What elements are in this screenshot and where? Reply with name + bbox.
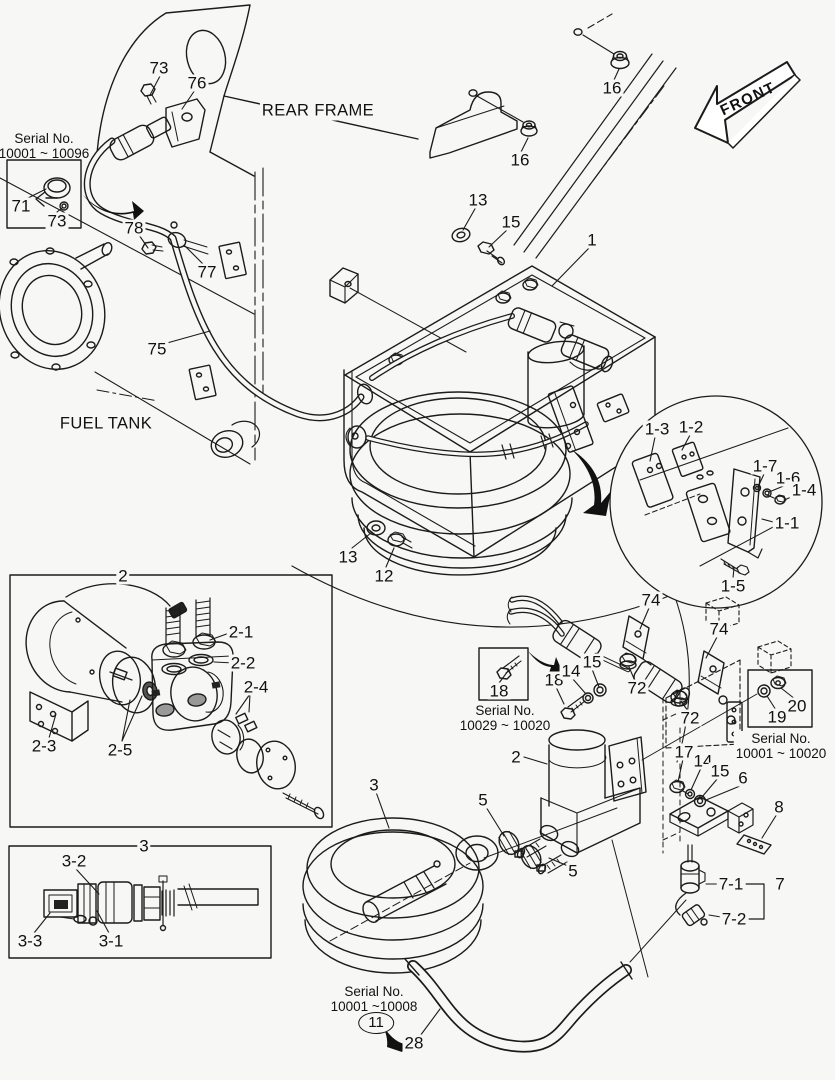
mount-bracket-detail-circle (609, 395, 823, 609)
fuel-hose-75 (83, 83, 374, 422)
rear-frame-structure (0, 4, 677, 461)
serial-detail-box-71 (6, 159, 82, 229)
bolt-18-washers (560, 683, 607, 720)
leader-lines (27, 68, 800, 1037)
serial-detail-box-19-20 (747, 669, 813, 728)
pump-assembly (483, 691, 681, 978)
direction-arrows (83, 195, 611, 1052)
hose-coil-3 (302, 817, 499, 974)
switch-bracket-group (669, 779, 772, 927)
nozzle-detail-box-3 (8, 845, 272, 959)
frame-fasteners (451, 50, 630, 266)
drain-hose-28 (404, 899, 687, 1053)
front-arrow (694, 61, 801, 149)
serial-detail-box-18 (478, 647, 529, 701)
pump-detail-box-2 (9, 574, 333, 828)
return-hoses-74 (506, 595, 792, 761)
fuel-tank-body (0, 242, 261, 465)
hydraulic-tank (291, 265, 690, 763)
